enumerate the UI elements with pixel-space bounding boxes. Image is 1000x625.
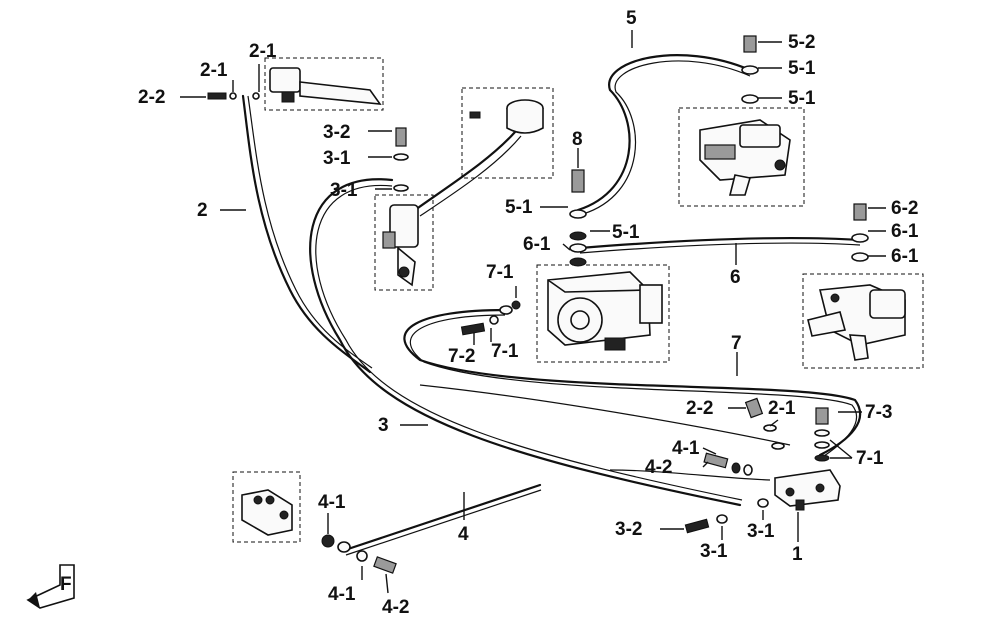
- callout-2-2-junction: 2-2: [686, 398, 713, 419]
- callout-7: 7: [731, 333, 742, 354]
- callout-6-1-abs: 6-1: [523, 234, 551, 255]
- hose-6: [578, 236, 862, 250]
- banjo-bolt-2-2b: [744, 397, 764, 419]
- hose-3: [309, 178, 742, 507]
- callout-4-2-bottom: 4-2: [382, 597, 409, 618]
- reservoir-box: [461, 87, 554, 179]
- callout-7-1-bottom: 7-1: [491, 341, 519, 362]
- callout-6-2: 6-2: [891, 198, 918, 219]
- bleeder-6-2: [853, 203, 867, 221]
- banjo-bolt-4-2a: [373, 556, 397, 574]
- callout-3-1-bottom: 3-1: [700, 541, 728, 562]
- brake-junction-block: [774, 469, 841, 511]
- hose-5: [576, 54, 752, 212]
- callout-1: 1: [792, 544, 803, 565]
- hose-4: [343, 483, 542, 552]
- abs-module-box: [536, 264, 670, 363]
- callout-4: 4: [458, 524, 469, 545]
- callout-3-2-bottom: 3-2: [615, 519, 642, 540]
- banjo-bolt-8: [571, 169, 585, 193]
- callout-3-1: 3-1: [323, 148, 351, 169]
- washer-6-1c: [851, 252, 869, 262]
- banjo-bolt-7-2: [460, 322, 486, 336]
- banjo-bolt-7-3: [815, 407, 829, 425]
- callout-7-2: 7-2: [448, 346, 475, 367]
- front-master-cylinder-box: [264, 57, 384, 111]
- hose-2: [241, 94, 372, 374]
- callout-7-1-top: 7-1: [486, 262, 514, 283]
- callout-3-1-b: 3-1: [330, 180, 358, 201]
- rear-brake-caliper: [807, 284, 906, 361]
- washer-6-1-abs-b: [569, 257, 587, 267]
- callout-4-1-top: 4-1: [318, 492, 346, 513]
- callout-6-1-top: 6-1: [891, 221, 919, 242]
- callout-3-2: 3-2: [323, 122, 350, 143]
- washer-3-1d: [757, 498, 769, 508]
- front-direction-arrow-icon: [26, 564, 75, 609]
- callout-7-3: 7-3: [865, 402, 892, 423]
- banjo-bolt-3-2b: [684, 518, 710, 534]
- washer-5-1-abs: [569, 209, 587, 219]
- callout-2-2: 2-2: [138, 87, 165, 108]
- washer-6-1-abs: [569, 243, 587, 253]
- washer-3-1b: [393, 184, 409, 192]
- delay-valve-box: [232, 471, 301, 543]
- hose-7: [403, 308, 862, 457]
- callout-2-1: 2-1: [200, 60, 228, 81]
- washer-4-1c: [731, 462, 741, 474]
- banjo-bolt-2-2: [207, 92, 227, 100]
- reservoir-hose: [413, 130, 517, 212]
- callout-3-1-right: 3-1: [747, 521, 775, 542]
- rear-master-cylinder-box: [374, 194, 434, 291]
- callout-5-1-top: 5-1: [788, 58, 816, 79]
- washer-3-1a: [393, 153, 409, 161]
- washer-2-1: [229, 92, 237, 100]
- washer-2-1c: [763, 424, 777, 432]
- bleeder-5-2: [743, 35, 757, 53]
- washer-5-1c: [741, 94, 759, 104]
- washer-6-1b: [851, 233, 869, 243]
- callout-5-2: 5-2: [788, 32, 815, 53]
- brake-fluid-reservoir: [469, 99, 544, 134]
- rear-caliper-box: [802, 273, 924, 369]
- washer-4-1a: [321, 534, 335, 548]
- callout-5: 5: [626, 8, 637, 29]
- washer-7-1c: [814, 429, 830, 437]
- callout-3: 3: [378, 415, 389, 436]
- front-marker-label: F: [60, 574, 72, 595]
- delay-valve: [241, 489, 293, 536]
- callout-2-1-top: 2-1: [249, 41, 277, 62]
- callout-2: 2: [197, 200, 208, 221]
- callout-7-1-junction: 7-1: [856, 448, 884, 469]
- brake-hoses: [241, 54, 862, 556]
- callout-5-1-abs: 5-1: [505, 197, 533, 218]
- front-brake-caliper: [699, 119, 791, 196]
- washer-5-1b: [741, 65, 759, 75]
- washer-5-1-abs-b: [569, 231, 587, 241]
- callout-labels: 2-2 2-1 2-1 2 3-2 3-1 3-1 8 5-1 5-1 6-1 …: [138, 8, 919, 618]
- leader-lines: [180, 30, 886, 594]
- rear-master-cylinder: [382, 204, 419, 287]
- banjo-bolt-4-2b: [703, 452, 729, 469]
- banjo-bolt-3-2a: [395, 127, 407, 147]
- callout-2-1-junction: 2-1: [768, 398, 796, 419]
- front-master-cylinder: [269, 67, 382, 105]
- washer-7-1a: [511, 300, 521, 310]
- washer-2-1b: [252, 92, 260, 100]
- washer-7-1b: [489, 315, 499, 325]
- callout-6-1-lower: 6-1: [891, 246, 919, 267]
- washer-4-1b: [356, 550, 368, 562]
- callout-4-2-junction: 4-2: [645, 457, 672, 478]
- callout-5-1-right: 5-1: [612, 222, 640, 243]
- callout-4-1-bottom: 4-1: [328, 584, 356, 605]
- abs-hydraulic-unit: [547, 271, 663, 351]
- washer-3-1c: [716, 514, 728, 524]
- callout-8: 8: [572, 129, 583, 150]
- callout-6: 6: [730, 267, 741, 288]
- callout-4-1-junction: 4-1: [672, 438, 700, 459]
- callout-5-1-lower: 5-1: [788, 88, 816, 109]
